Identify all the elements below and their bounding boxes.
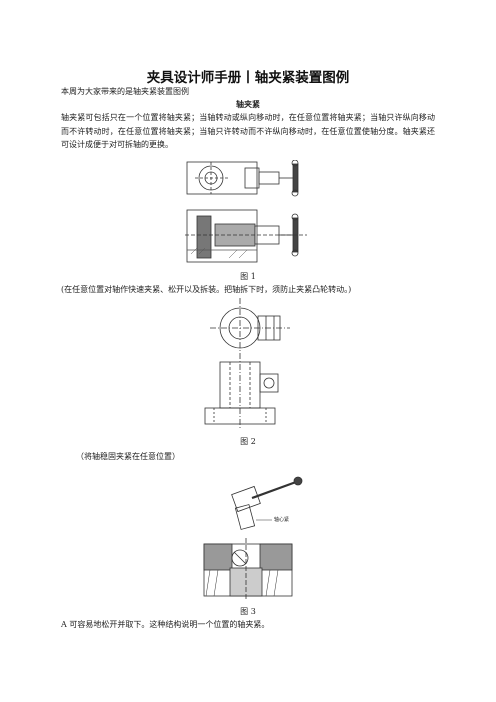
intro-text: 本周为大家带来的是轴夹紧装置图例 <box>61 87 189 96</box>
section-title: 轴夹紧 <box>236 99 260 109</box>
figure-2-caption: 图 2 <box>240 437 256 446</box>
figure-3-label: 轴心紧 <box>274 517 290 523</box>
body-paragraph: 轴夹紧可包括只在一个位置将轴夹紧；当轴转动或纵向移动时，在任意位置将轴夹紧；当轴… <box>61 113 435 149</box>
figure-1-note: (在任意位置对轴作快速夹紧、松开以及拆装。把轴拆下时，须防止夹紧凸轮转动。) <box>61 285 352 294</box>
figure-2-drawing <box>204 298 290 430</box>
figure-1-drawing <box>185 160 307 263</box>
figure-2-note: （将轴稳固夹紧在任意位置） <box>76 452 180 461</box>
figure-3-caption: 图 3 <box>240 607 256 616</box>
figure-1-caption: 图 1 <box>240 272 256 281</box>
page-title: 夹具设计师手册丨轴夹紧装置图例 <box>146 70 350 86</box>
figure-3-note: A 可容易地松开并取下。这种结构说明一个位置的轴夹紧。 <box>61 620 270 629</box>
figure-3-drawing <box>203 476 303 600</box>
